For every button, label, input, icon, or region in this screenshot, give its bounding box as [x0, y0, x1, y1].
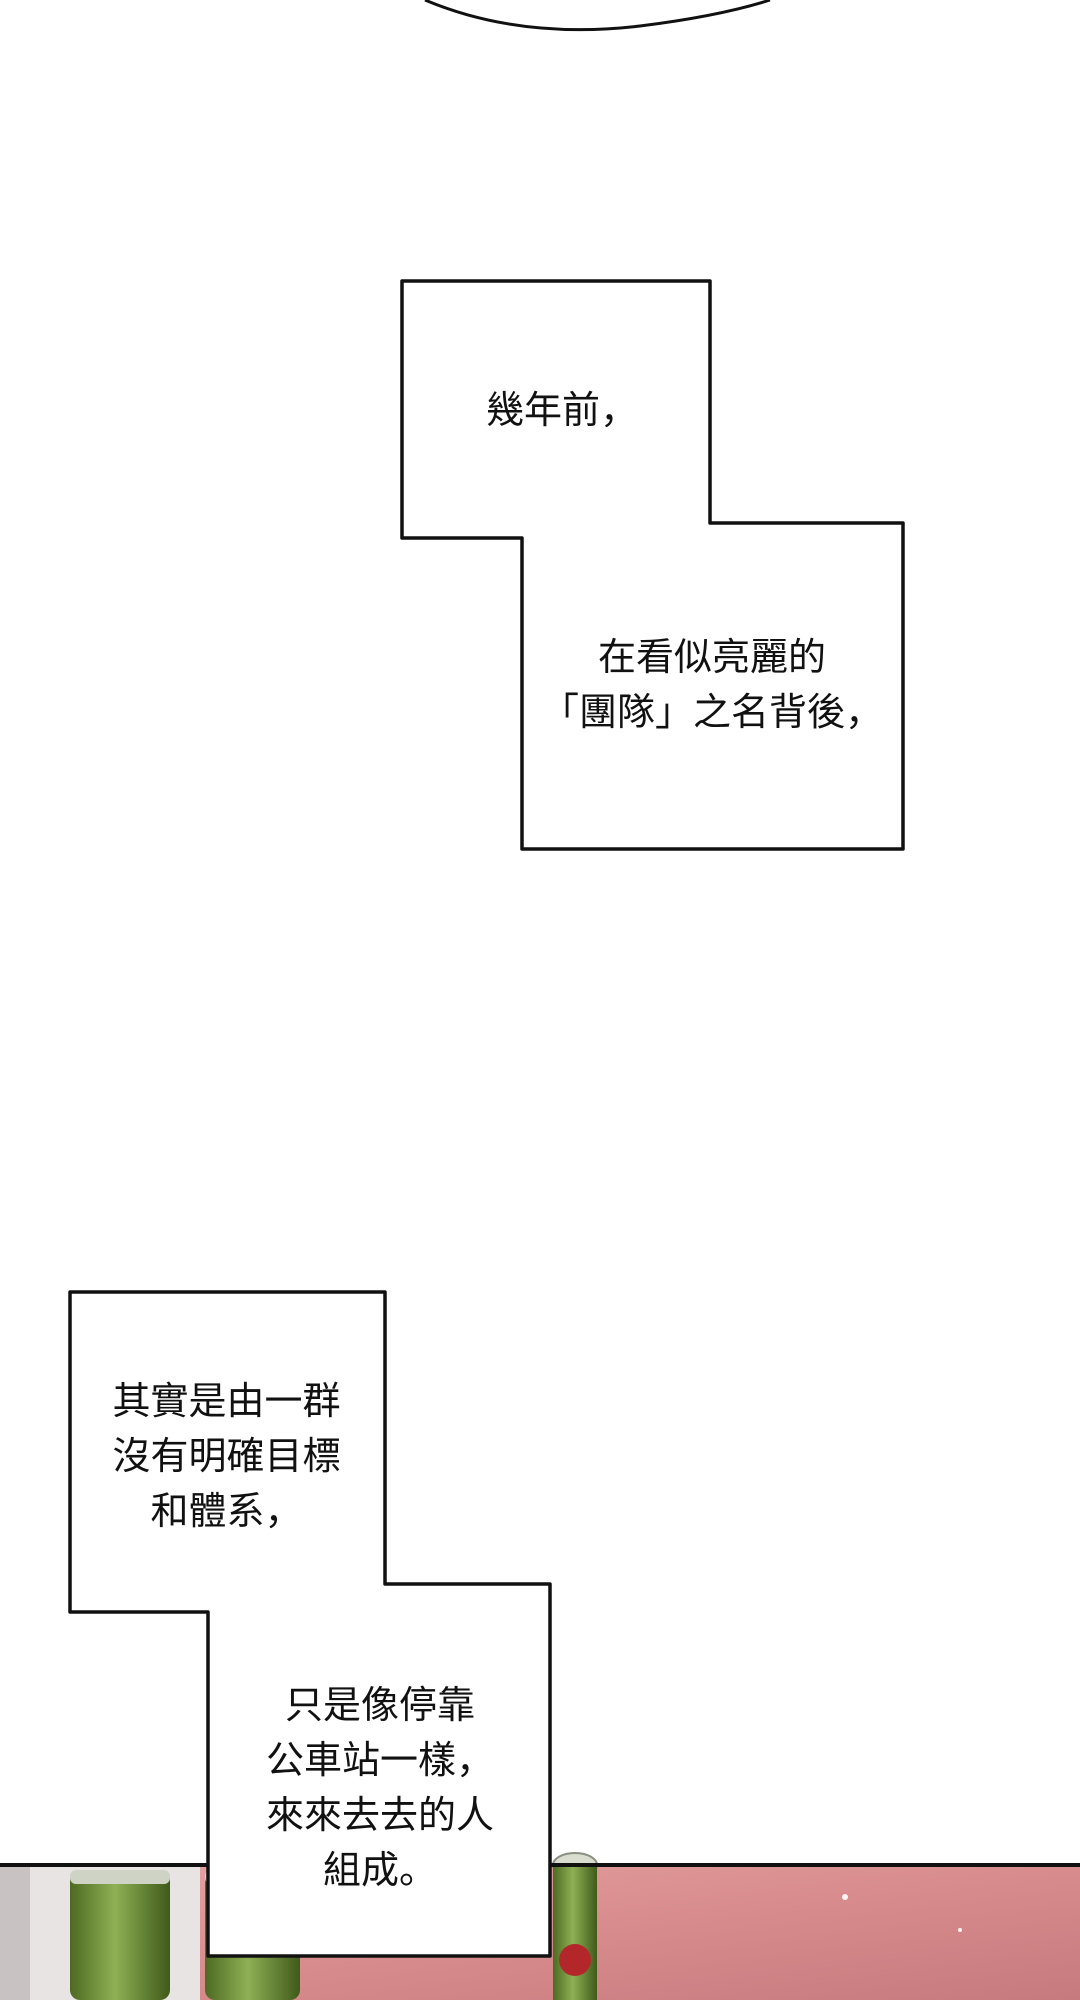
speech-bubble-edge: [424, 0, 771, 32]
caption-text-2: 在看似亮麗的 「團隊」之名背後，: [540, 635, 883, 734]
sparkle: [842, 1894, 848, 1900]
beer-can-3: [552, 1852, 598, 2000]
caption-text-4: 只是像停靠 公車站一樣， 來來去去的人 組成。: [265, 1683, 494, 1892]
caption-text-3: 其實是由一群 沒有明確目標 和體系，: [112, 1379, 341, 1533]
caption-box-1: [400, 279, 905, 851]
beer-can-1: [70, 1870, 170, 2000]
caption-box-2: [68, 1290, 552, 1958]
caption-text-1: 幾年前，: [485, 388, 638, 432]
sparkle: [958, 1928, 962, 1932]
